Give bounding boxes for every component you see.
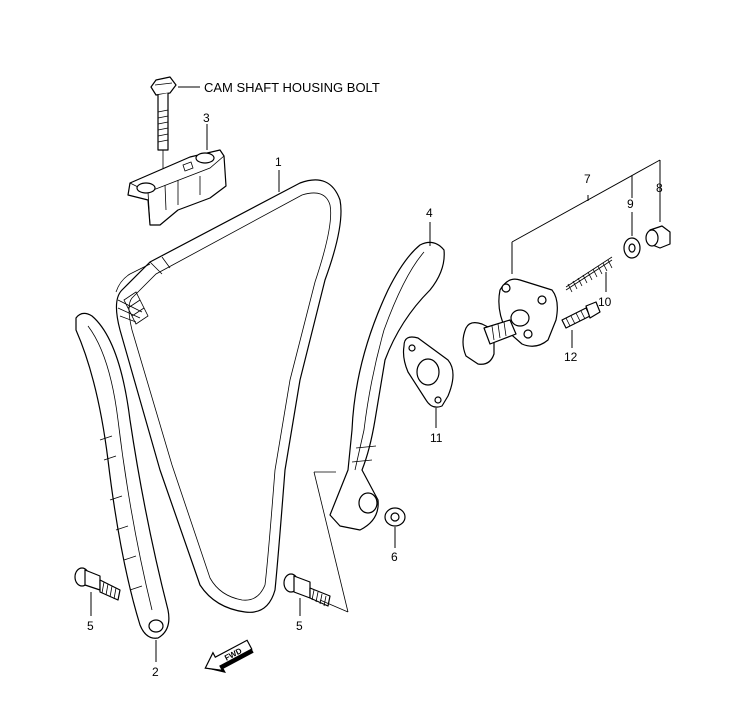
part-5-guide-bolt-right [283, 573, 331, 616]
callout-7: 7 [584, 172, 591, 186]
part-1-cam-chain [115, 170, 342, 613]
callout-4: 4 [426, 206, 433, 220]
callout-10: 10 [598, 295, 612, 309]
callout-9: 9 [627, 197, 634, 211]
part-10-tensioner-spring [565, 256, 613, 293]
part-4-tensioner-arm [313, 222, 445, 613]
part-6-washer [384, 507, 406, 548]
part-3-cam-housing-cap [127, 124, 227, 226]
part-11-tensioner-gasket [402, 336, 454, 428]
part-2-chain-guide [75, 312, 170, 662]
caption-cam-shaft-housing-bolt: CAM SHAFT HOUSING BOLT [204, 80, 380, 95]
part-5-guide-bolt-left [74, 567, 121, 616]
callout-1: 1 [275, 155, 282, 169]
part-7-chain-tensioner-assembly [462, 159, 661, 365]
callout-12: 12 [564, 350, 578, 364]
part-8-tensioner-plug [645, 160, 671, 249]
callout-5-left: 5 [87, 619, 94, 633]
callout-11: 11 [430, 431, 443, 445]
callout-3: 3 [203, 111, 210, 125]
callout-8: 8 [656, 181, 663, 195]
fwd-arrow-icon: FWD [204, 639, 254, 673]
callout-5-right: 5 [296, 619, 303, 633]
callout-2: 2 [152, 665, 159, 679]
part-9-washer [623, 175, 641, 259]
callout-6: 6 [391, 550, 398, 564]
cam-shaft-housing-bolt [150, 76, 200, 215]
part-12-tensioner-bolt [561, 301, 601, 348]
